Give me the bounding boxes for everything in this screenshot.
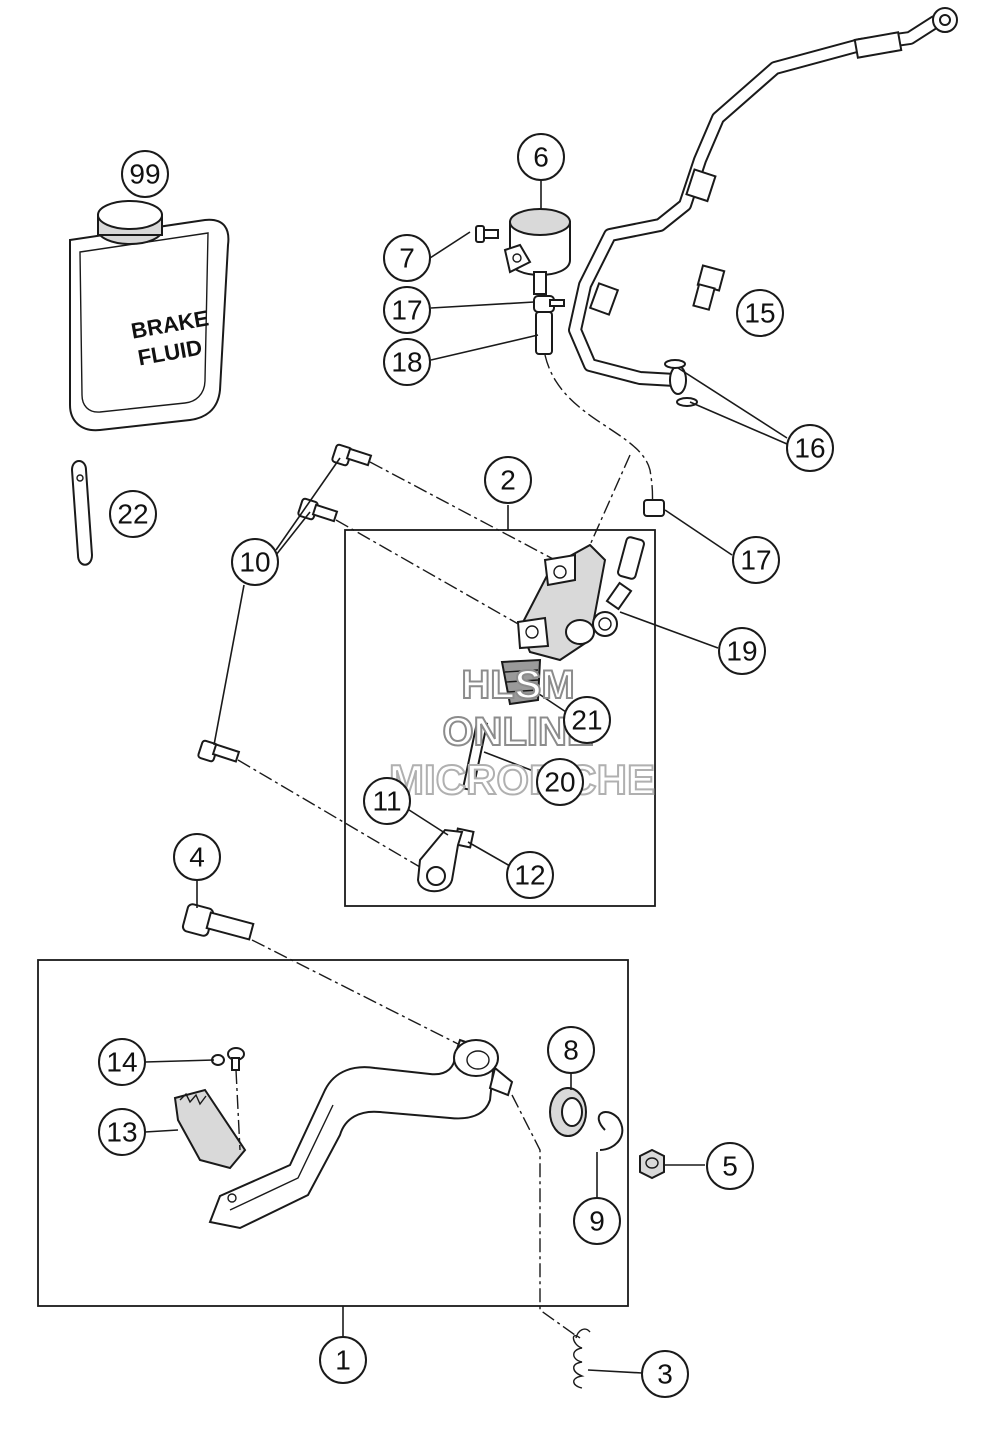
hose-dashed-path-2 bbox=[589, 454, 631, 546]
svg-text:4: 4 bbox=[189, 842, 205, 873]
svg-text:20: 20 bbox=[544, 767, 575, 798]
svg-text:3: 3 bbox=[657, 1359, 673, 1390]
clevis-11 bbox=[416, 828, 464, 893]
screws-14 bbox=[211, 1047, 245, 1071]
callout-19: 19 bbox=[718, 627, 766, 675]
svg-text:8: 8 bbox=[563, 1035, 579, 1066]
spring-3 bbox=[572, 1328, 591, 1389]
callout-5: 5 bbox=[706, 1142, 754, 1190]
svg-text:15: 15 bbox=[744, 298, 775, 329]
nut-5 bbox=[639, 1148, 665, 1180]
watermark: HLSM ONLINE MICROFICHE bbox=[388, 662, 656, 804]
master-cylinder bbox=[516, 543, 607, 662]
svg-text:12: 12 bbox=[514, 860, 545, 891]
svg-text:2: 2 bbox=[500, 465, 516, 496]
svg-text:11: 11 bbox=[372, 786, 401, 817]
bolt-dash-2 bbox=[335, 519, 521, 626]
washers-16 bbox=[664, 359, 698, 407]
watermark-line-1: HLSM bbox=[461, 663, 574, 707]
bearing-8 bbox=[549, 1087, 587, 1137]
callout-9: 9 bbox=[573, 1197, 621, 1245]
bolt-dash-1 bbox=[369, 461, 556, 561]
callout-4: 4 bbox=[173, 833, 221, 881]
svg-text:99: 99 bbox=[129, 159, 160, 190]
callout-8: 8 bbox=[547, 1026, 595, 1074]
svg-text:1: 1 bbox=[335, 1345, 351, 1376]
callout-16: 16 bbox=[786, 424, 834, 472]
watermark-line-3: MICROFICHE bbox=[389, 756, 655, 803]
callout-15: 15 bbox=[736, 289, 784, 337]
hose-17-lower bbox=[617, 499, 665, 580]
callout-17-lower: 17 bbox=[732, 536, 780, 584]
brake-hose bbox=[568, 7, 958, 395]
svg-text:17: 17 bbox=[740, 545, 771, 576]
callout-2: 2 bbox=[484, 456, 532, 504]
callout-3: 3 bbox=[641, 1350, 689, 1398]
svg-text:6: 6 bbox=[533, 142, 549, 173]
reservoir bbox=[503, 208, 571, 295]
callout-13: 13 bbox=[98, 1108, 146, 1156]
callout-22: 22 bbox=[109, 490, 157, 538]
callout-17-top: 17 bbox=[383, 286, 431, 334]
svg-text:14: 14 bbox=[106, 1047, 137, 1078]
svg-text:18: 18 bbox=[391, 347, 422, 378]
screw-7 bbox=[475, 225, 499, 243]
leader-lines bbox=[144, 180, 788, 1374]
fitting-19 bbox=[592, 581, 633, 637]
callout-7: 7 bbox=[383, 234, 431, 282]
svg-text:10: 10 bbox=[239, 547, 270, 578]
boot-21 bbox=[500, 658, 542, 706]
callout-12: 12 bbox=[506, 851, 554, 899]
callouts: 99 6 7 17 18 15 16 22 2 10 17 19 21 20 1… bbox=[98, 133, 834, 1398]
callout-21: 21 bbox=[563, 696, 611, 744]
pivot-bolt-4 bbox=[181, 903, 255, 941]
svg-text:9: 9 bbox=[589, 1206, 605, 1237]
svg-text:21: 21 bbox=[571, 705, 602, 736]
svg-text:16: 16 bbox=[794, 433, 825, 464]
hose-clamp-top bbox=[533, 295, 565, 313]
hose-dashed-path bbox=[544, 354, 656, 506]
bolt-dash-3 bbox=[237, 759, 426, 871]
callout-14: 14 bbox=[98, 1038, 146, 1086]
brake-pedal bbox=[208, 1038, 514, 1230]
svg-text:13: 13 bbox=[106, 1117, 137, 1148]
bolts-10 bbox=[197, 443, 373, 763]
callout-20: 20 bbox=[536, 758, 584, 806]
callout-99: 99 bbox=[121, 150, 169, 198]
svg-text:19: 19 bbox=[726, 636, 757, 667]
assembly-frame-2 bbox=[344, 529, 656, 907]
callout-11: 11 bbox=[363, 777, 411, 825]
callout-1: 1 bbox=[319, 1336, 367, 1384]
pivot-dash bbox=[251, 939, 471, 1051]
circlip-9 bbox=[597, 1111, 624, 1151]
svg-text:7: 7 bbox=[399, 243, 415, 274]
adapter-15 bbox=[692, 264, 726, 311]
callout-18: 18 bbox=[383, 338, 431, 386]
pedal-step-13 bbox=[173, 1088, 247, 1170]
assembly-frame-1 bbox=[37, 959, 629, 1307]
hose-18 bbox=[535, 311, 553, 355]
svg-text:17: 17 bbox=[391, 295, 422, 326]
spring-dash bbox=[511, 1094, 576, 1336]
callout-6: 6 bbox=[517, 133, 565, 181]
svg-text:22: 22 bbox=[117, 499, 148, 530]
svg-text:5: 5 bbox=[722, 1151, 738, 1182]
brake-fluid-can: BRAKE FLUID bbox=[69, 200, 230, 432]
cotter-pin-22 bbox=[70, 460, 94, 566]
push-rod-20 bbox=[461, 720, 489, 792]
callout-10: 10 bbox=[231, 538, 279, 586]
screw-dash bbox=[235, 1069, 241, 1151]
